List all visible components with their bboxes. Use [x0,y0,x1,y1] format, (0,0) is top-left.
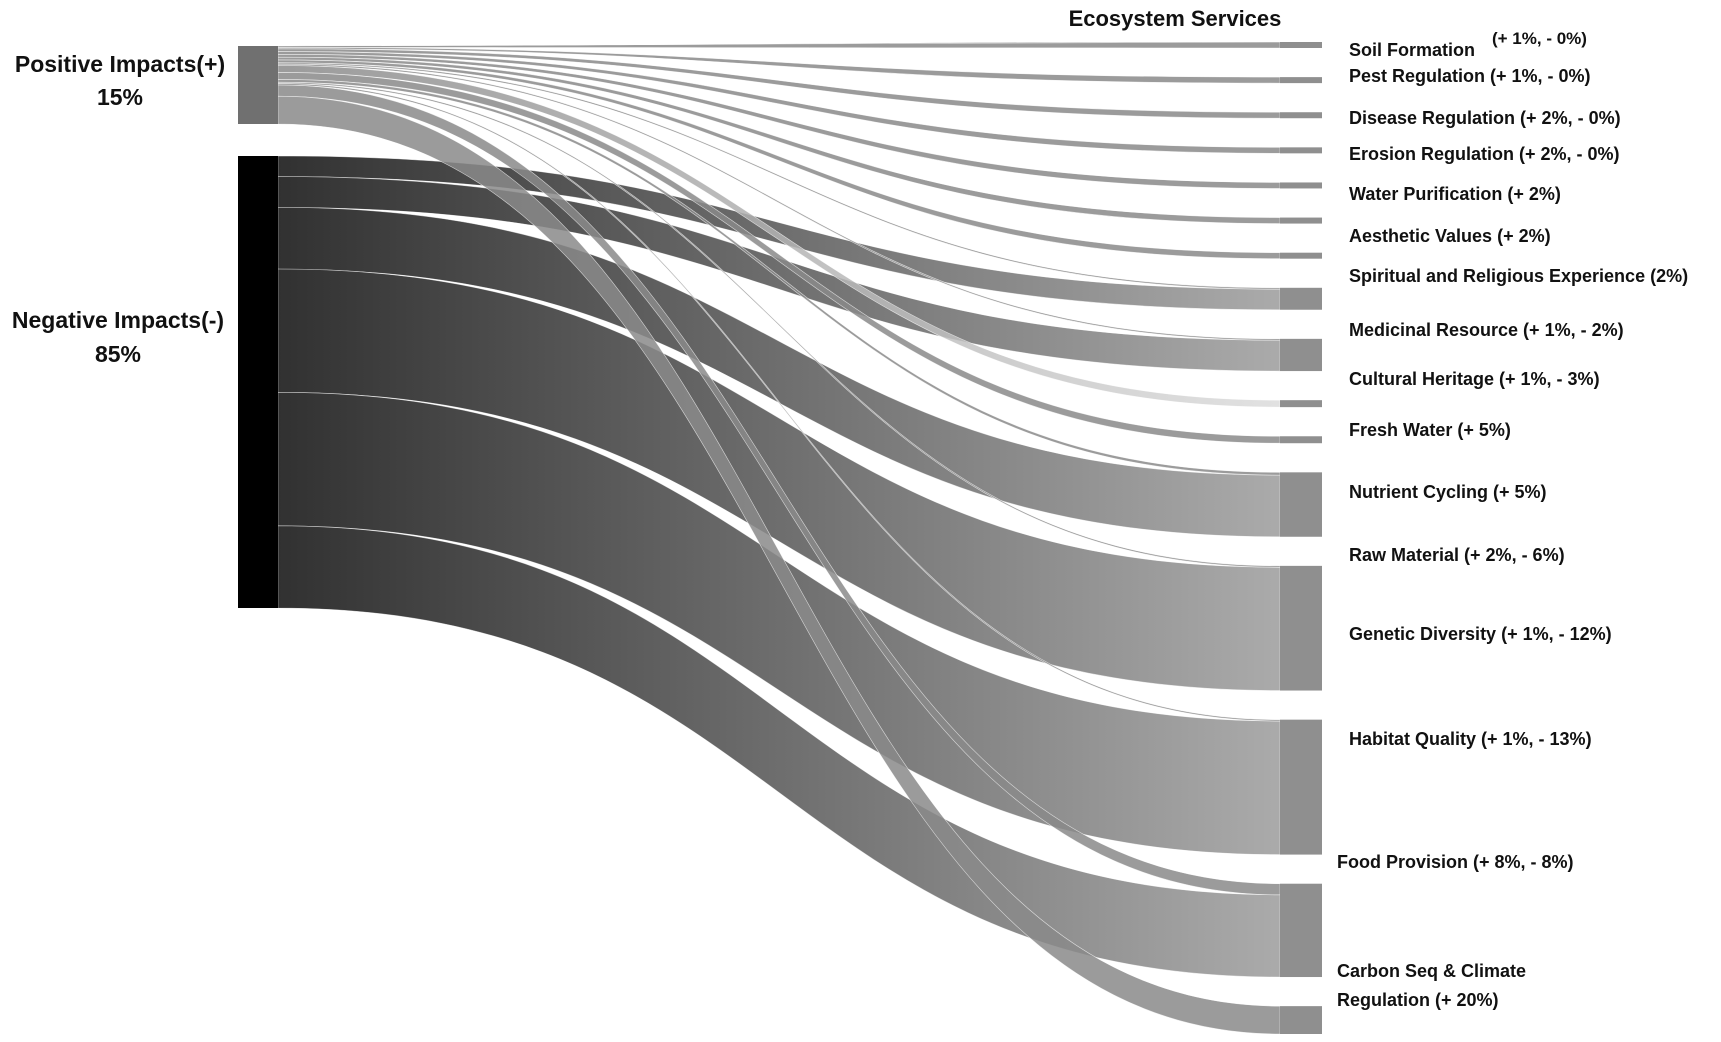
link-positive-erosion [277,51,1281,154]
node-medicinal [1280,287,1322,310]
link-negative-cultural [277,176,1281,372]
negative-source-label: Negative Impacts(-) [12,307,224,333]
target-label-spiritual: Spiritual and Religious Experience (2%) [1349,266,1688,286]
positive-links-group [277,41,1281,1035]
node-food [1280,883,1322,978]
target-label-medicinal: Medicinal Resource (+ 1%, - 2%) [1349,320,1624,340]
link-negative-habitat [277,391,1281,855]
target-label-erosion: Erosion Regulation (+ 2%, - 0%) [1349,144,1620,164]
positive-source-percent: 15% [97,84,143,110]
node-fresh_water [1280,400,1322,408]
target-label-cultural: Cultural Heritage (+ 1%, - 3%) [1349,369,1600,389]
node-negative-impacts [238,156,278,608]
target-label-carbon-line2: Regulation (+ 20%) [1337,990,1499,1010]
link-positive-soil [277,41,1281,49]
labels-group: Ecosystem Services Positive Impacts(+) 1… [12,6,1688,1010]
target-label-pest: Pest Regulation (+ 1%, - 0%) [1349,66,1591,86]
node-aesthetic [1280,217,1322,224]
target-label-raw-material: Raw Material (+ 2%, - 6%) [1349,545,1565,565]
target-label-habitat: Habitat Quality (+ 1%, - 13%) [1349,729,1592,749]
node-habitat [1280,719,1322,855]
link-positive-spiritual [277,59,1281,259]
negative-source-percent: 85% [95,341,141,367]
target-label-carbon-line1: Carbon Seq & Climate [1337,961,1526,981]
node-soil [1280,42,1322,48]
node-pest [1280,77,1322,84]
link-negative-food [277,525,1281,978]
link-positive-pest [277,47,1281,84]
target-label-fresh-water: Fresh Water (+ 5%) [1349,420,1511,440]
node-cultural [1280,338,1322,372]
target-label-soil: Soil Formation [1349,40,1475,60]
target-label-water-purification: Water Purification (+ 2%) [1349,184,1561,204]
negative-links-group [277,155,1281,978]
target-label-genetic: Genetic Diversity (+ 1%, - 12%) [1349,624,1612,644]
node-nutrient [1280,436,1322,444]
link-positive-disease [277,48,1281,119]
node-erosion [1280,147,1322,154]
target-label-disease: Disease Regulation (+ 2%, - 0%) [1349,108,1621,128]
node-positive-impacts [238,46,278,124]
nodes-group [238,42,1322,1034]
target-label-aesthetic: Aesthetic Values (+ 2%) [1349,226,1551,246]
node-raw_material [1280,472,1322,537]
chart-title: Ecosystem Services [1069,6,1282,31]
node-spiritual [1280,252,1322,259]
target-label-food: Food Provision (+ 8%, - 8%) [1337,852,1574,872]
target-label-nutrient: Nutrient Cycling (+ 5%) [1349,482,1547,502]
positive-source-label: Positive Impacts(+) [15,51,225,77]
link-positive-nutrient [277,72,1281,444]
node-water_purification [1280,182,1322,189]
node-genetic [1280,565,1322,691]
node-disease [1280,112,1322,119]
node-carbon [1280,1006,1322,1034]
target-annotation-soil: (+ 1%, - 0%) [1492,29,1587,48]
